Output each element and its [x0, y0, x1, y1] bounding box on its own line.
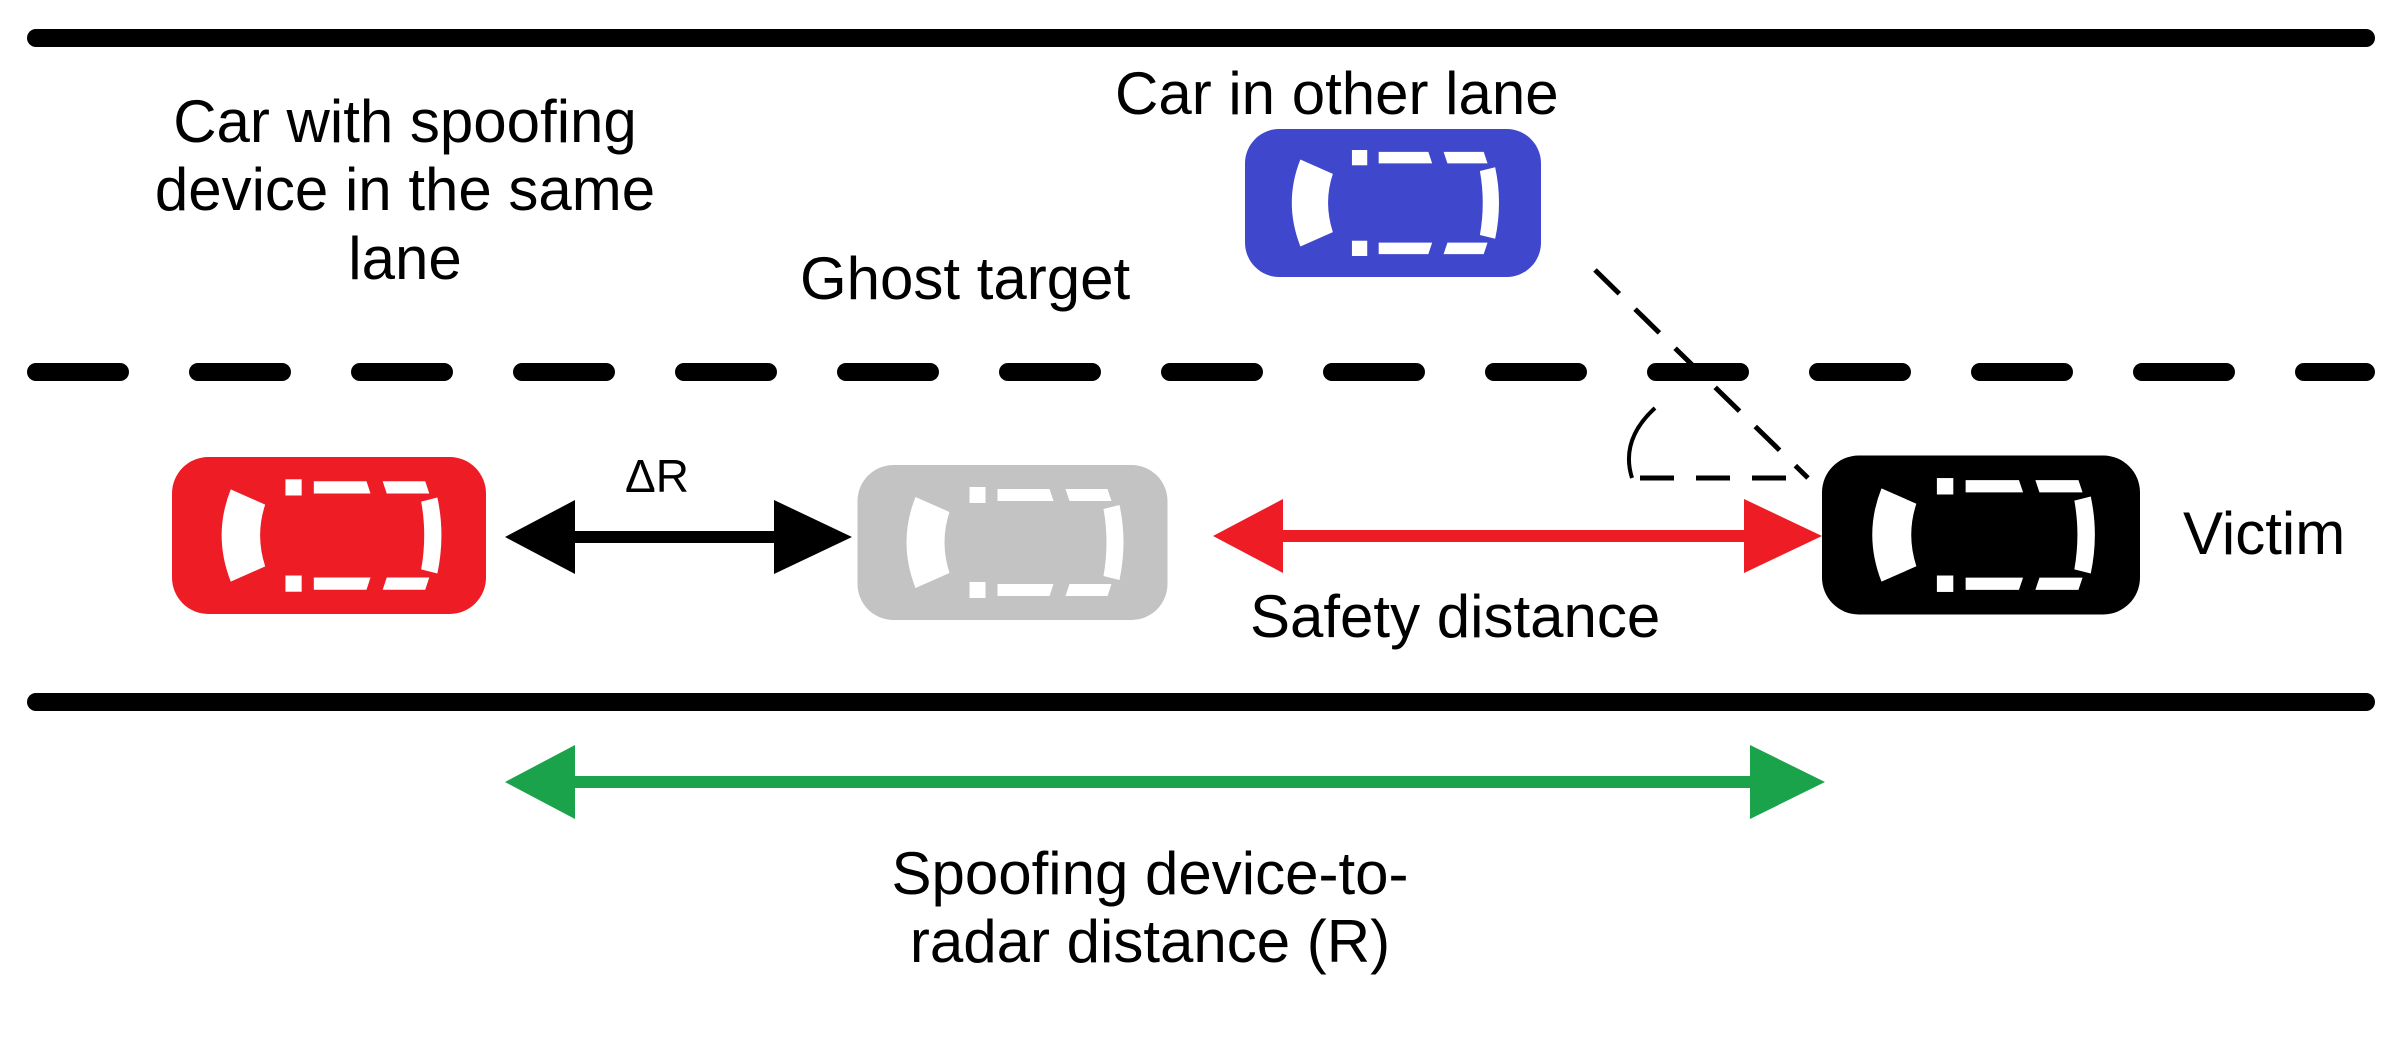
spoofing-car-label-line1: Car with spoofing	[173, 88, 637, 155]
safety-distance-label: Safety distance	[1250, 583, 1661, 650]
delta-r-label: ΔR	[625, 450, 689, 502]
spoofing-car-icon	[172, 457, 486, 614]
victim-car-icon	[1822, 455, 2140, 615]
radar-ray-dashed	[1593, 268, 1810, 480]
spoofing-car-label-line3: lane	[348, 224, 462, 292]
other-lane-car-label: Car in other lane	[1115, 60, 1559, 127]
spoofing-car-label: Car with spoofing device in the same lan…	[60, 88, 750, 293]
other-lane-car-icon	[1245, 129, 1541, 277]
angle-arc	[1627, 406, 1657, 479]
ghost-car-icon	[857, 465, 1168, 620]
spoofing-distance-label-line2: radar distance (R)	[909, 908, 1391, 976]
victim-label: Victim	[2183, 500, 2346, 567]
safety-distance-arrow	[1213, 499, 1822, 573]
spoofing-distance-label: Spoofing device-to- radar distance (R)	[700, 840, 1600, 977]
spoofing-distance-label-line1: Spoofing device-to-	[891, 840, 1409, 907]
ghost-target-label: Ghost target	[800, 245, 1131, 312]
delta-r-arrow	[505, 500, 852, 574]
spoofing-distance-arrow	[505, 745, 1825, 819]
spoofing-car-label-line2: device in the same	[154, 156, 656, 224]
